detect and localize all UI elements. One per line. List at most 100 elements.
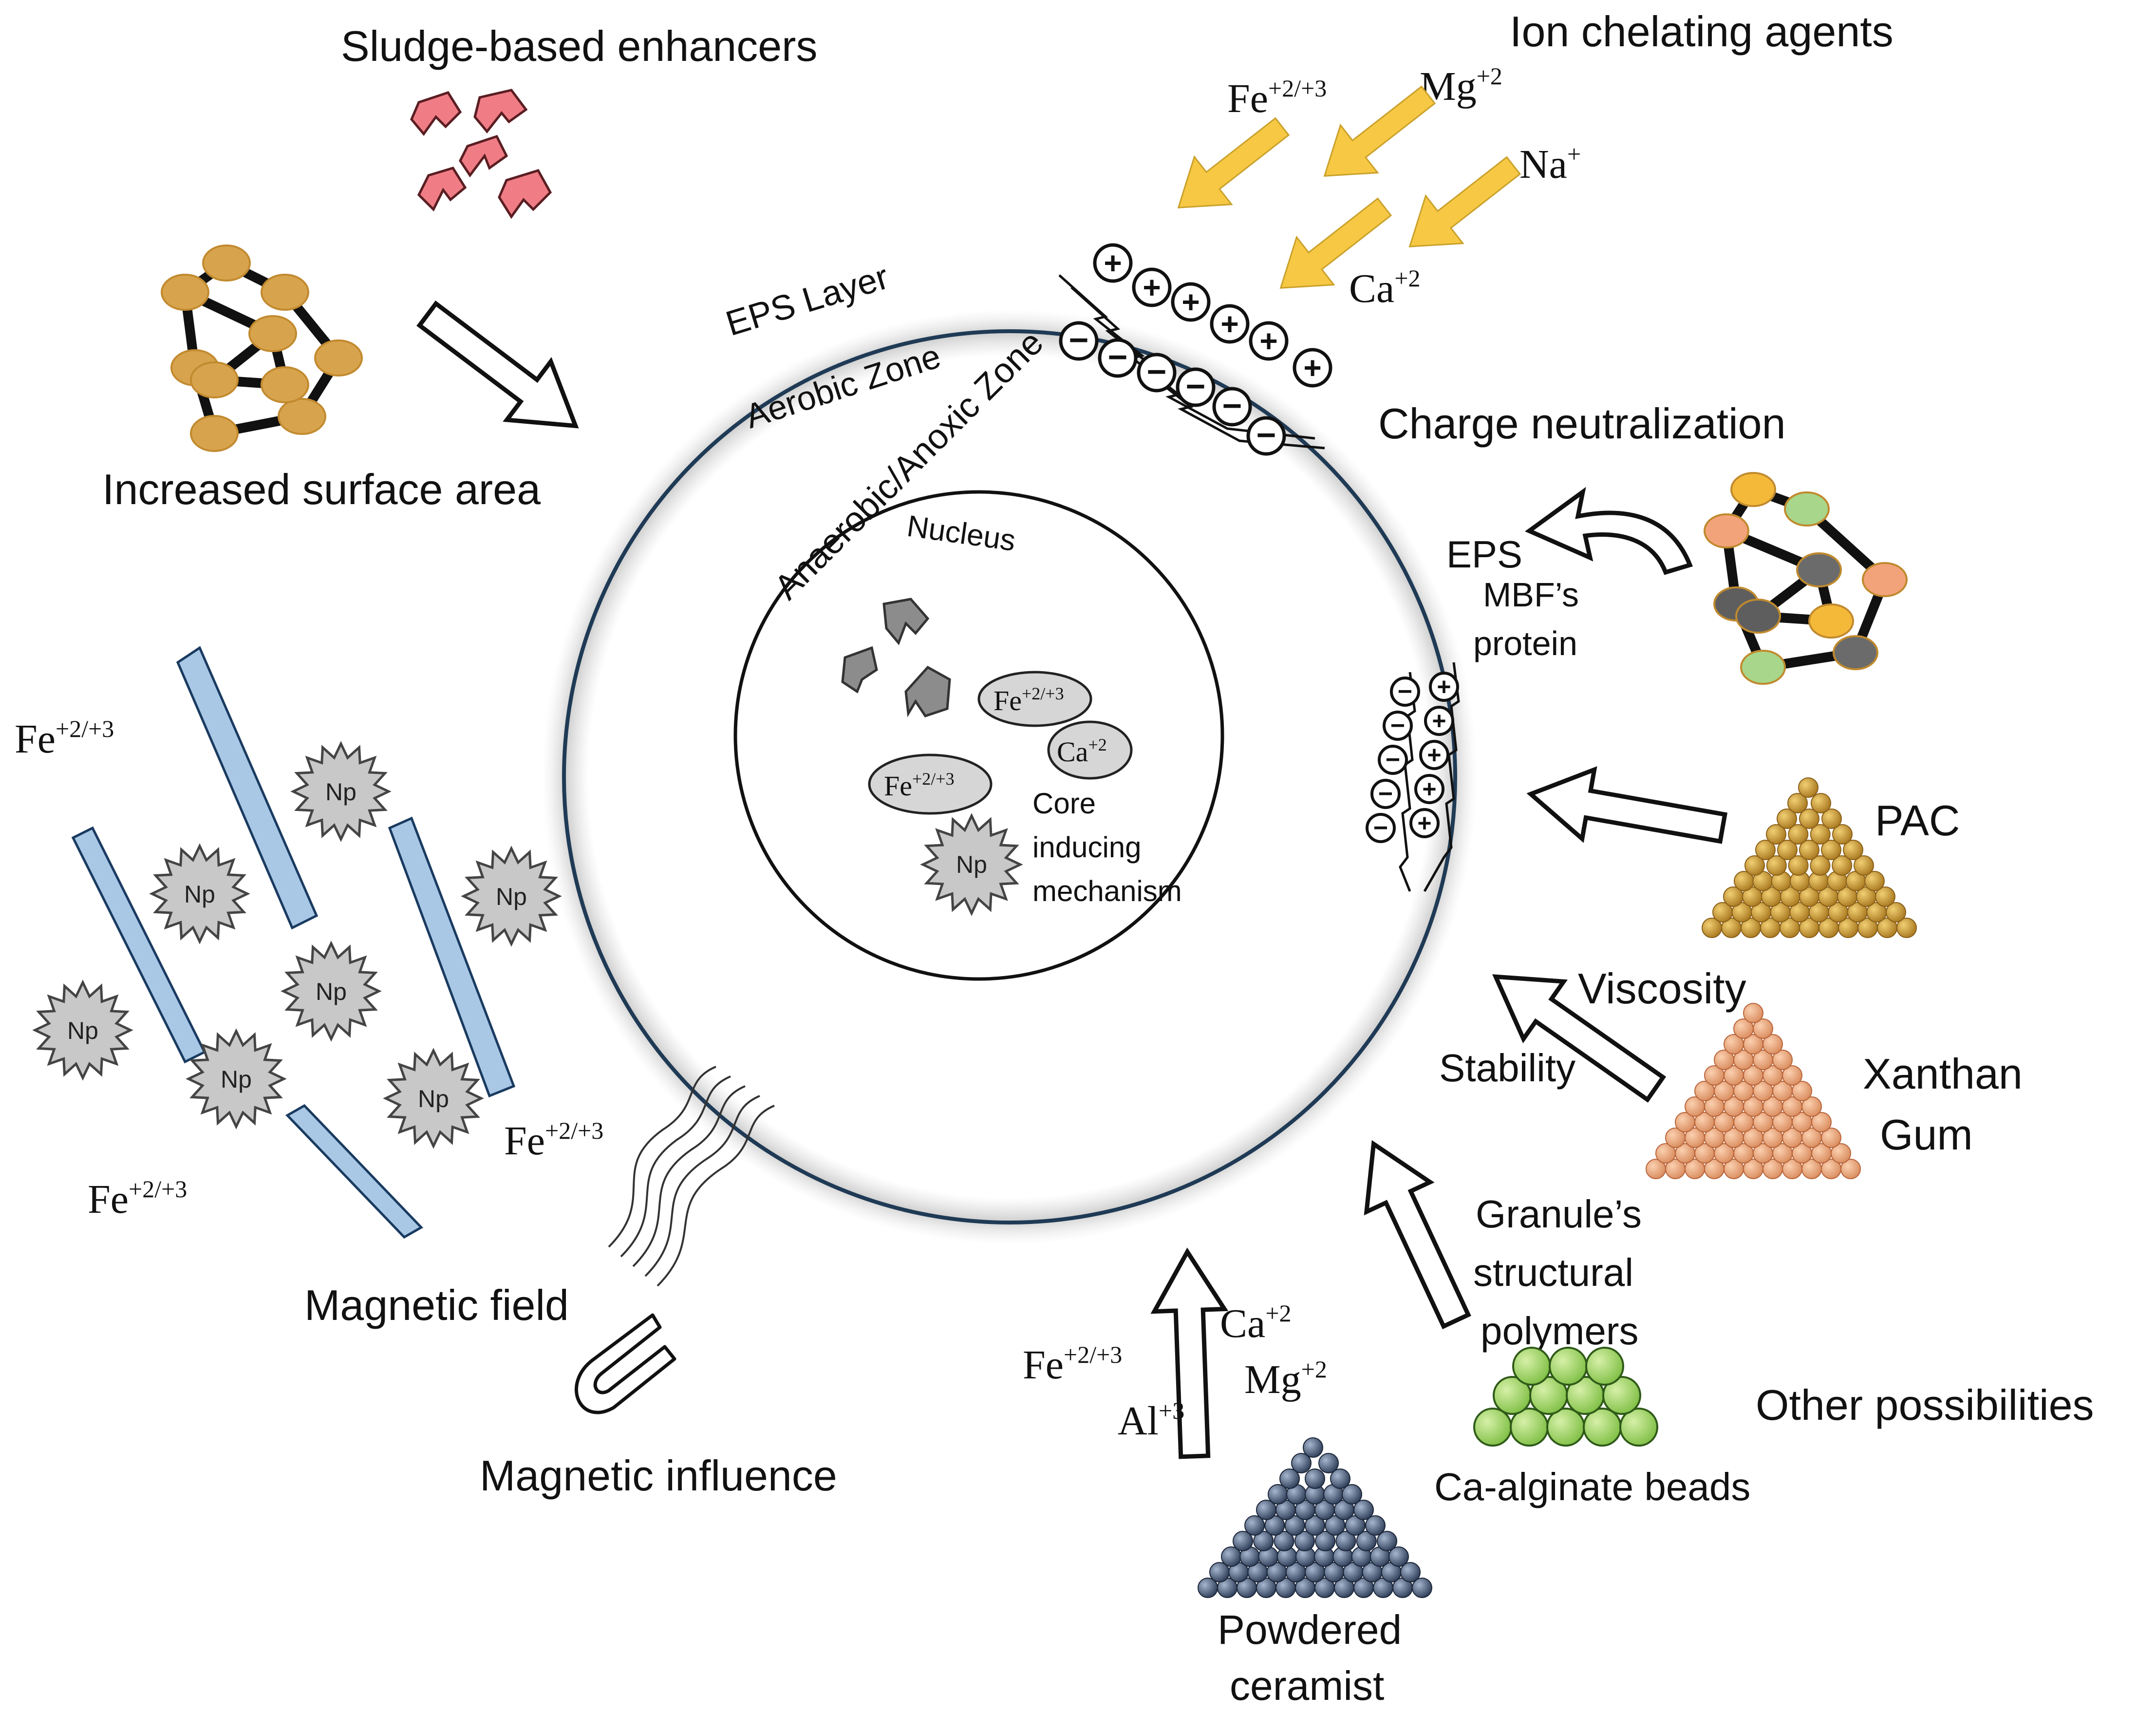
bead [1832,824,1853,845]
plus-charges-top: + + + + + + [1093,243,1332,388]
svg-text:+: + [1432,707,1446,734]
minus-charge-icon [1378,745,1408,775]
ion-arrow-fe [1177,117,1290,208]
bead [1811,793,1831,813]
svg-text:Np: Np [496,883,527,910]
svg-text:Np: Np [418,1085,449,1112]
bead [1244,1515,1265,1536]
bead [1766,855,1787,876]
core-inducing-label-1: Core [1032,787,1096,820]
bead [1356,1531,1377,1551]
bead [1274,1531,1294,1551]
np-particle-icon: Np [186,1028,287,1129]
bead [1303,1437,1323,1458]
svg-text:+: + [1143,270,1161,305]
bead [1233,1531,1253,1551]
blue-rod [388,816,516,1098]
bead [1330,1468,1350,1489]
bead [1755,840,1776,860]
xanthan-pile-icon [1646,1003,1861,1179]
bead [1810,855,1831,876]
hollow-arrow-ceramist [1150,1247,1229,1459]
svg-text:−: − [1390,712,1405,740]
ca-alginate-beads-label: Ca-alginate beads [1434,1465,1750,1508]
bead [1787,793,1808,813]
powdered-ceramist-label-1: Powdered [1218,1607,1402,1653]
bead [1325,1515,1346,1536]
fe-ion-top-label: Fe+2/+3 [1227,75,1327,121]
bead [1315,1531,1336,1551]
minus-charge-icon [1383,711,1413,741]
svg-text:+: + [1259,323,1277,358]
ca-alginate-beads-icon [1473,1347,1658,1447]
svg-text:−: − [1147,353,1167,391]
alginate-bead [1619,1408,1658,1447]
bead [1810,824,1831,845]
np-particle-icon: Np [290,741,392,842]
svg-text:−: − [1378,780,1393,808]
fe-ion-ellipse-2: Fe+2/+3 [868,753,993,815]
viscosity-label: Viscosity [1578,964,1746,1013]
np-particle-icon: Np [281,941,382,1042]
plus-charge-icon [1171,282,1211,322]
granule-polymers-label-3: polymers [1481,1309,1639,1353]
svg-text:Np: Np [221,1066,252,1093]
alginate-bead [1512,1347,1551,1386]
horseshoe-magnet-icon [574,1313,676,1414]
minus-charge-icon [1098,338,1138,378]
fe-ion-left-label-2: Fe+2/+3 [504,1117,603,1164]
minus-charge-icon [1246,416,1286,456]
mg-ion-bottom-label: Mg+2 [1244,1355,1327,1402]
magnetic-rods [71,646,516,1239]
mbf-label-1: MBF’s [1483,576,1579,614]
bead [1821,1128,1841,1148]
plus-charge-icon [1249,321,1289,361]
fe-ion-left-label-3: Fe+2/+3 [88,1175,187,1222]
ion-arrow-ca [1279,197,1392,289]
svg-text:+: + [1422,775,1436,803]
blue-rod [176,646,319,930]
bead [1843,840,1863,860]
bead [1782,1065,1802,1086]
bead [1788,855,1809,876]
svg-text:−: − [1222,387,1242,425]
bead [1840,1159,1861,1179]
plus-charge-icon [1429,672,1459,702]
other-possibilities-label: Other possibilities [1756,1381,2094,1429]
granule-polymers-label-2: structural [1473,1251,1633,1294]
minus-charge-icon [1137,353,1177,393]
svg-text:Np: Np [184,881,215,908]
eps-layer-label: EPS Layer [721,257,893,343]
bead [1801,1096,1822,1117]
svg-text:+: + [1437,673,1451,700]
minus-charge-icon [1366,813,1396,843]
powdered-ceramist-label-2: ceramist [1230,1663,1384,1709]
bead [1291,1453,1312,1473]
bead [1744,855,1765,876]
bead [1743,1003,1763,1023]
bead [1342,1484,1362,1505]
np-core-icon: Np [920,813,1023,916]
bead [1388,1546,1409,1567]
magnetic-field-label: Magnetic field [304,1281,569,1329]
ion-chelating-agents-label: Ion chelating agents [1510,7,1894,56]
bead [1799,840,1819,860]
bead [1412,1578,1432,1598]
plus-charge-icon [1409,808,1440,838]
svg-text:Np: Np [325,778,356,806]
bead [1353,1500,1374,1520]
bead [1335,1531,1356,1551]
stability-label: Stability [1439,1046,1575,1090]
fe-ion-bottom-label: Fe+2/+3 [1023,1341,1122,1388]
bead [1264,1515,1285,1536]
bead [1799,809,1819,829]
svg-text:−: − [1108,338,1128,376]
svg-text:Np: Np [67,1017,98,1044]
pac-pile-icon [1702,777,1917,938]
curved-arrow-eps [1525,487,1693,575]
svg-text:−: − [1398,678,1412,706]
minus-charge-icon [1370,779,1401,809]
bead [1832,855,1853,876]
surface-area-network-icon [161,245,363,452]
bead [1798,777,1819,798]
